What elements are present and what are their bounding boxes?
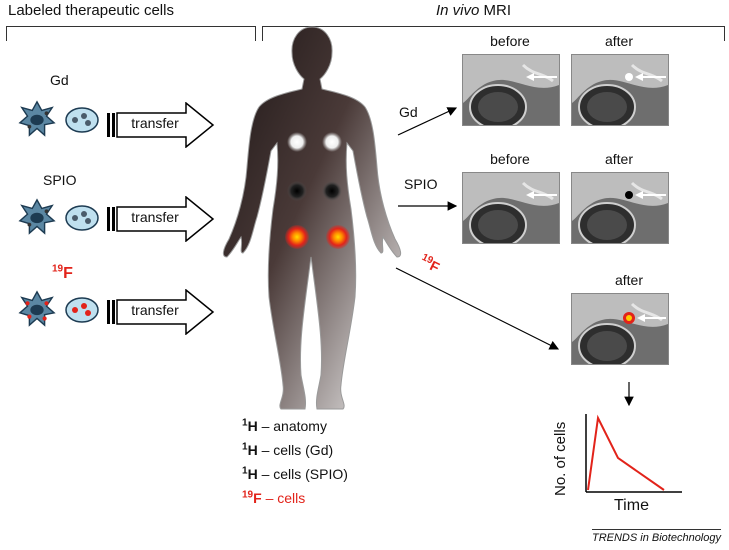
legend-cells-spio: 1H – cells (SPIO) (242, 466, 348, 482)
mri-scan-fluorine-after (571, 293, 669, 365)
gd-dish-icon (65, 107, 99, 133)
right-section-brace (262, 26, 725, 41)
legend-text: – cells (261, 490, 306, 506)
fluorine-after-heading: after (614, 272, 643, 288)
legend-mass: 1 (242, 441, 248, 453)
gd-cell-icon (18, 100, 56, 137)
cell-count-graph (585, 414, 682, 493)
mri-scan-gd-after (571, 54, 669, 126)
spio-label: SPIO (43, 172, 77, 188)
legend-cells-gd: 1H – cells (Gd) (242, 442, 333, 458)
legend-symbol: H (247, 418, 258, 434)
graph-x-label: Time (614, 497, 649, 514)
legend-text: – cells (Gd) (257, 442, 334, 458)
mri-brain-image (463, 55, 559, 125)
spio-dish-icon (65, 205, 99, 231)
transfer-arrow-icon (107, 101, 215, 149)
legend-mass: 19 (242, 489, 254, 501)
mri-brain-image (463, 173, 559, 243)
spio-mri-arrow-label: SPIO (404, 176, 438, 192)
spio-cell-icon (18, 198, 56, 235)
left-section-brace (6, 26, 256, 41)
spio-before-heading: before (490, 151, 530, 167)
mri-scan-spio-before (462, 172, 560, 244)
spio-after-heading: after (604, 151, 633, 167)
fluorine-label: 19F (52, 263, 73, 283)
source-credit: TRENDS in Biotechnology (591, 529, 721, 544)
mri-brain-image (572, 55, 668, 125)
fluorine-symbol: F (63, 265, 73, 282)
fluorine-dish-icon (65, 297, 99, 323)
dark-signal-spot (322, 181, 342, 201)
legend-anatomy: 1H – anatomy (242, 418, 327, 434)
legend-symbol: H (247, 466, 258, 482)
dark-signal-spot (287, 181, 307, 201)
title-italic-part: In vivo (436, 2, 480, 19)
legend-mass: 1 (242, 465, 248, 477)
left-section-title: Labeled therapeutic cells (8, 2, 174, 19)
legend-text: – cells (SPIO) (257, 466, 348, 482)
fluorine-mass: 19 (52, 263, 64, 275)
gd-label: Gd (50, 72, 69, 88)
graph-y-label: No. of cells (552, 421, 569, 496)
white-signal-spot (287, 132, 307, 152)
human-body-illustration (222, 26, 402, 410)
transfer-label: transfer (131, 115, 179, 131)
mri-brain-image (572, 173, 668, 243)
cell-count-curve (587, 414, 665, 491)
gd-mri-arrow-label: Gd (399, 104, 418, 120)
legend-symbol: F (253, 490, 262, 506)
transfer-arrow-icon (107, 288, 215, 336)
fluorine-hotspot (326, 225, 350, 249)
gd-transfer-arrow: transfer (106, 101, 216, 149)
gd-after-heading: after (604, 33, 633, 49)
transfer-label: transfer (131, 209, 179, 225)
right-section-title: In vivo MRI (436, 2, 511, 19)
gd-before-heading: before (490, 33, 530, 49)
legend-fluorine-cells: 19F – cells (242, 490, 305, 506)
legend-symbol: H (247, 442, 258, 458)
fluorine-transfer-arrow: transfer (106, 288, 216, 336)
transfer-arrow-icon (107, 195, 215, 243)
transfer-label: transfer (131, 302, 179, 318)
mri-brain-image (572, 294, 668, 364)
fluorine-cell-icon (18, 290, 56, 327)
spio-transfer-arrow: transfer (106, 195, 216, 243)
title-rest-part: MRI (479, 2, 512, 19)
legend-mass: 1 (242, 417, 248, 429)
mri-scan-gd-before (462, 54, 560, 126)
mri-scan-spio-after (571, 172, 669, 244)
white-signal-spot (322, 132, 342, 152)
fluorine-hotspot (285, 225, 309, 249)
legend-text: – anatomy (257, 418, 327, 434)
